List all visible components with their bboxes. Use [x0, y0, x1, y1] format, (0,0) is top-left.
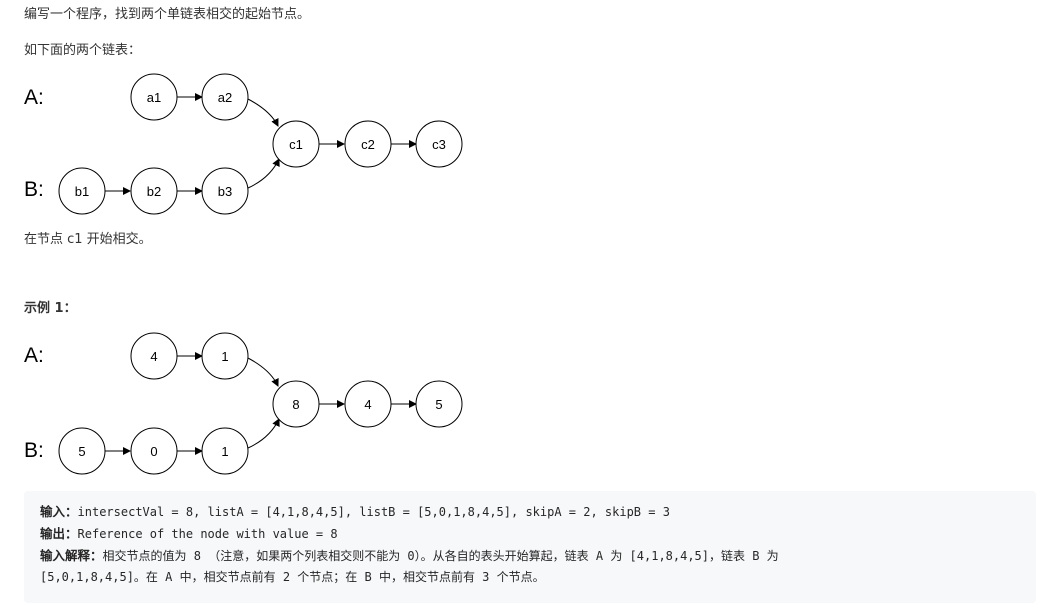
example-lead-text: 如下面的两个链表： — [24, 43, 142, 58]
intro-text: 编写一个程序，找到两个单链表相交的起始节点。 — [24, 7, 311, 22]
svg-text:b1: b1 — [75, 184, 89, 199]
svg-text:1: 1 — [221, 444, 228, 459]
node-a-1: 1 — [201, 332, 249, 380]
linked-list-diagram-2: A: B: 4 1 5 0 1 — [0, 329, 520, 481]
svg-text:c1: c1 — [289, 137, 303, 152]
edge-b3-c1 — [247, 158, 280, 189]
node-a2: a2 — [201, 73, 249, 121]
output-value: Reference of the node with value = 8 — [77, 527, 338, 541]
node-shared-5: 5 — [415, 380, 463, 428]
node-c2: c2 — [344, 120, 392, 168]
node-b-0: 0 — [130, 427, 178, 475]
node-a-4: 4 — [130, 332, 178, 380]
node-a1: a1 — [130, 73, 178, 121]
example-1-title: 示例 1： — [24, 301, 77, 316]
svg-text:5: 5 — [435, 397, 442, 412]
node-c3: c3 — [415, 120, 463, 168]
list-b-label: B: — [24, 178, 44, 201]
input-line: 输入：intersectVal = 8, listA = [4,1,8,4,5]… — [40, 501, 1020, 523]
svg-text:c3: c3 — [432, 137, 446, 152]
edge-1b-8 — [247, 418, 280, 449]
svg-text:b2: b2 — [147, 184, 161, 199]
svg-text:a1: a1 — [147, 90, 161, 105]
edge-a2-c1 — [245, 97, 279, 127]
explanation-text-2: [5,0,1,8,4,5]。在 A 中，相交节点前有 2 个节点；在 B 中，相… — [40, 570, 545, 584]
svg-text:4: 4 — [364, 397, 371, 412]
explanation-line-2: [5,0,1,8,4,5]。在 A 中，相交节点前有 2 个节点；在 B 中，相… — [40, 567, 1020, 588]
svg-text:c2: c2 — [361, 137, 375, 152]
list-b-label: B: — [24, 439, 44, 462]
intersection-caption: 在节点 c1 开始相交。 — [24, 232, 152, 247]
explanation-text-1: 相交节点的值为 8 （注意，如果两个列表相交则不能为 0）。从各自的表头开始算起… — [102, 549, 779, 563]
explanation-label: 输入解释： — [40, 548, 103, 563]
list-a-label: A: — [24, 86, 44, 109]
svg-text:a2: a2 — [218, 90, 232, 105]
svg-text:b3: b3 — [218, 184, 232, 199]
edge-1-8 — [245, 356, 279, 387]
input-label: 输入： — [40, 504, 78, 519]
node-b2: b2 — [130, 167, 178, 215]
svg-text:4: 4 — [150, 349, 157, 364]
output-label: 输出： — [40, 526, 78, 541]
node-b3: b3 — [201, 167, 249, 215]
node-shared-8: 8 — [272, 380, 320, 428]
svg-text:8: 8 — [292, 397, 299, 412]
node-shared-4: 4 — [344, 380, 392, 428]
svg-text:5: 5 — [78, 444, 85, 459]
node-b1: b1 — [58, 167, 106, 215]
node-b-1: 1 — [201, 427, 249, 475]
linked-list-diagram-1: A: B: a1 a2 b1 b2 b3 — [0, 70, 520, 220]
svg-text:1: 1 — [221, 349, 228, 364]
node-b-5: 5 — [58, 427, 106, 475]
example-code-block: 输入：intersectVal = 8, listA = [4,1,8,4,5]… — [24, 491, 1036, 603]
input-value: intersectVal = 8, listA = [4,1,8,4,5], l… — [77, 505, 670, 519]
explanation-line-1: 输入解释：相交节点的值为 8 （注意，如果两个列表相交则不能为 0）。从各自的表… — [40, 545, 1020, 567]
list-a-label: A: — [24, 344, 44, 367]
node-c1: c1 — [272, 120, 320, 168]
output-line: 输出：Reference of the node with value = 8 — [40, 523, 1020, 545]
svg-text:0: 0 — [150, 444, 157, 459]
